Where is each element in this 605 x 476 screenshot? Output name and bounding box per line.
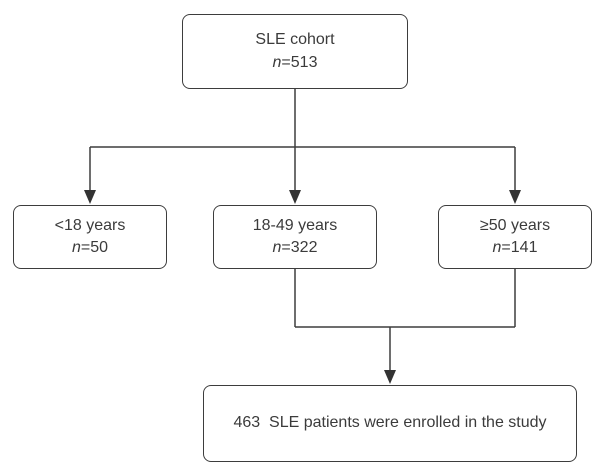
arrowhead-bottom-box: [384, 370, 396, 384]
n-symbol: n: [71, 239, 81, 256]
node-count: n=141: [493, 237, 538, 259]
node-label: 463 SLE patients were enrolled in the st…: [233, 414, 547, 432]
n-symbol: n: [492, 239, 502, 256]
arrowhead-middle-box: [289, 190, 301, 204]
n-value: =322: [281, 239, 318, 256]
arrowhead-right-box: [509, 190, 521, 204]
node-label: <18 years: [54, 216, 126, 234]
node-count: n=322: [273, 237, 318, 259]
n-value: =50: [80, 239, 109, 256]
node-label: SLE cohort: [255, 31, 335, 49]
node-sle-cohort: SLE cohort n=513: [182, 14, 408, 89]
node-50-plus-years: ≥50 years n=141: [438, 205, 592, 269]
n-symbol: n: [272, 53, 282, 71]
n-value: =141: [501, 239, 538, 256]
node-count: n=50: [72, 237, 108, 259]
node-label: ≥50 years: [479, 216, 551, 234]
n-symbol: n: [272, 239, 282, 256]
node-under-18-years: <18 years n=50: [13, 205, 167, 269]
node-label: 18-49 years: [252, 216, 338, 234]
node-18-49-years: 18-49 years n=322: [213, 205, 377, 269]
n-value: =513: [281, 53, 318, 71]
node-count: n=513: [273, 52, 318, 74]
node-enrolled-patients: 463 SLE patients were enrolled in the st…: [203, 385, 577, 462]
arrowhead-left-box: [84, 190, 96, 204]
